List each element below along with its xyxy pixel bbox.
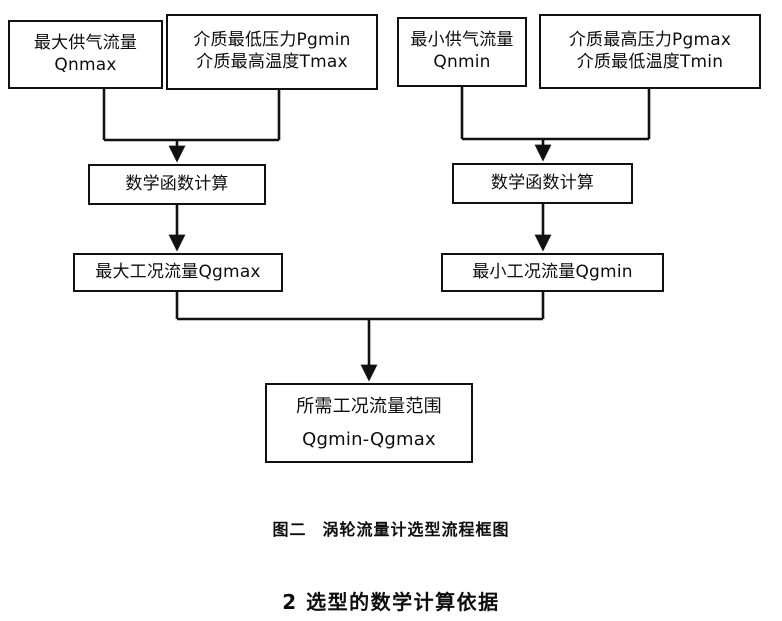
node-line-1: 最大供气流量 <box>33 32 138 53</box>
node-line-2: Qnmin <box>433 52 491 72</box>
node-line-2: 介质最低温度Tmin <box>576 51 724 72</box>
node-line-1: 数学函数计算 <box>125 173 229 194</box>
node-line-1: 最大工况流量Qgmax <box>95 261 261 282</box>
node-min-supply-flow: 最小供气流量 Qnmin <box>397 17 527 87</box>
figure-caption-label: 图二 <box>272 520 307 539</box>
node-max-working-flow-qgmax: 最大工况流量Qgmax <box>73 253 283 292</box>
node-math-function-calc-right: 数学函数计算 <box>452 163 633 204</box>
section-heading: 2 选型的数学计算依据 <box>282 590 500 614</box>
node-max-pressure-min-temp: 介质最高压力Pgmax 介质最低温度Tmin <box>539 14 761 89</box>
node-min-working-flow-qgmin: 最小工况流量Qgmin <box>441 253 664 292</box>
figure-caption-title: 涡轮流量计选型流程框图 <box>322 520 510 539</box>
node-line-2: Qnmax <box>54 54 117 75</box>
node-math-function-calc-left: 数学函数计算 <box>88 164 266 205</box>
node-line-2: 介质最高温度Tmax <box>196 52 348 72</box>
node-line-1: 介质最低压力Pgmin <box>193 30 351 51</box>
figure-caption: 图二涡轮流量计选型流程框图 <box>0 516 782 540</box>
node-line-1: 最小供气流量 <box>410 30 514 51</box>
node-max-supply-flow: 最大供气流量 Qnmax <box>8 20 163 89</box>
node-line-1: 介质最高压力Pgmax <box>568 29 732 50</box>
node-min-pressure-max-temp: 介质最低压力Pgmin 介质最高温度Tmax <box>166 14 378 90</box>
node-line-1: 所需工况流量范围 <box>296 396 442 418</box>
node-line-2: Qgmin-Qgmax <box>302 428 436 450</box>
node-line-1: 最小工况流量Qgmin <box>472 261 633 282</box>
node-line-1: 数学函数计算 <box>490 172 595 193</box>
node-required-flow-range: 所需工况流量范围 Qgmin-Qgmax <box>265 383 473 463</box>
